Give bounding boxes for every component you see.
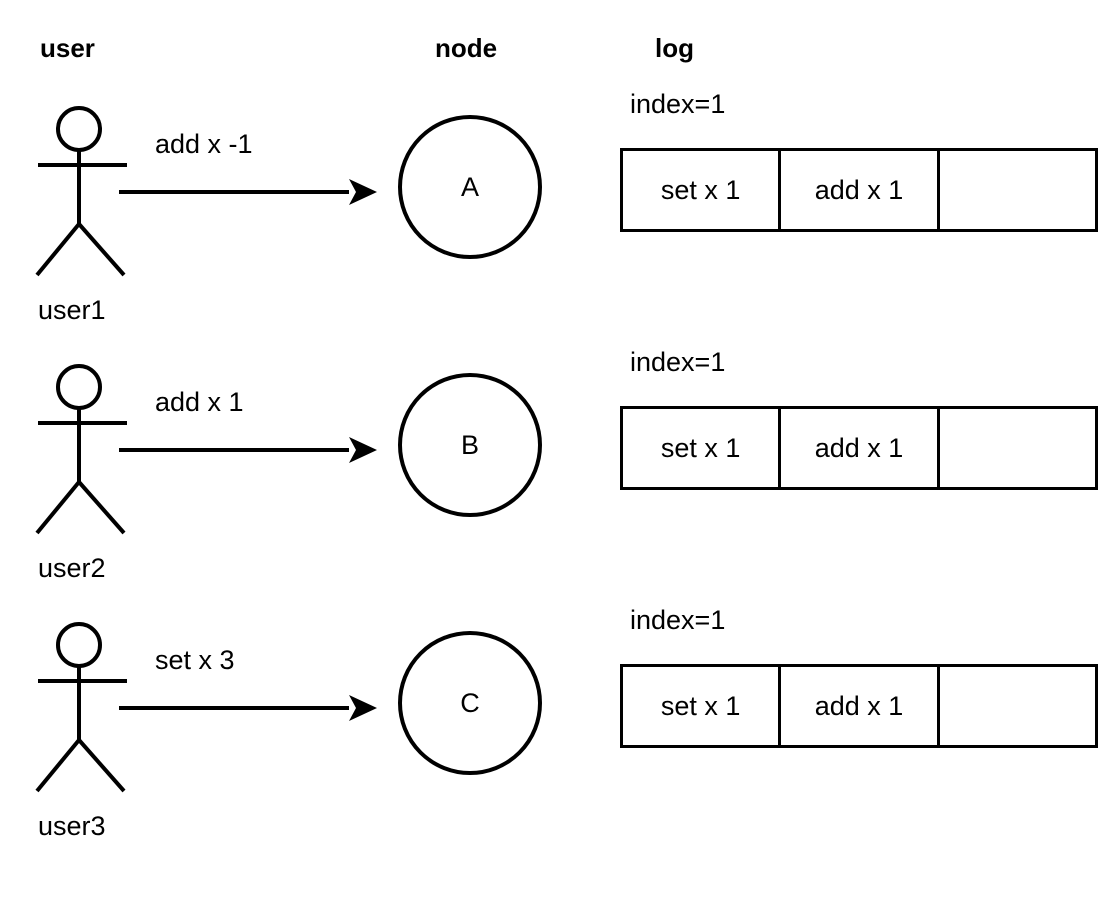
edge-label: add x 1 (155, 387, 244, 417)
node-circle (398, 631, 542, 775)
node-circle (398, 115, 542, 259)
log-cell (939, 667, 1095, 745)
log-cell: set x 1 (623, 409, 782, 487)
actor-label: user2 (38, 553, 106, 583)
node-label: C (460, 688, 480, 718)
node-label: A (460, 172, 479, 202)
log-index-label: index=1 (630, 605, 726, 635)
log-cell (939, 151, 1095, 229)
log-cell: add x 1 (781, 409, 940, 487)
diagram-row: user3 set x 3 C index=1 set x 1 add x 1 (0, 516, 1118, 841)
log-table: set x 1 add x 1 (620, 406, 1098, 490)
stick-figure-icon (35, 106, 127, 277)
arrow-right-icon (119, 437, 377, 463)
log-cell: set x 1 (623, 151, 782, 229)
diagram-row: user1 add x -1 A index=1 set x 1 add x 1 (0, 0, 1118, 325)
log-index-label: index=1 (630, 89, 726, 119)
log-index-label: index=1 (630, 347, 726, 377)
node-label: B (460, 430, 479, 460)
edge-label: set x 3 (155, 645, 235, 675)
node-circle (398, 373, 542, 517)
stick-figure-icon (35, 622, 127, 793)
column-header-user: user (40, 33, 95, 63)
log-cell (939, 409, 1095, 487)
column-header-node: node (435, 33, 498, 63)
diagram-row: user2 add x 1 B index=1 set x 1 add x 1 (0, 258, 1118, 583)
column-header-log: log (655, 33, 694, 63)
actor-label: user1 (38, 295, 106, 325)
arrow-right-icon (119, 695, 377, 721)
log-table: set x 1 add x 1 (620, 664, 1098, 748)
log-cell: set x 1 (623, 667, 782, 745)
log-cell: add x 1 (781, 151, 940, 229)
log-table: set x 1 add x 1 (620, 148, 1098, 232)
actor-label: user3 (38, 811, 106, 841)
arrow-right-icon (119, 179, 377, 205)
log-cell: add x 1 (781, 667, 940, 745)
stick-figure-icon (35, 364, 127, 535)
edge-label: add x -1 (155, 129, 253, 159)
